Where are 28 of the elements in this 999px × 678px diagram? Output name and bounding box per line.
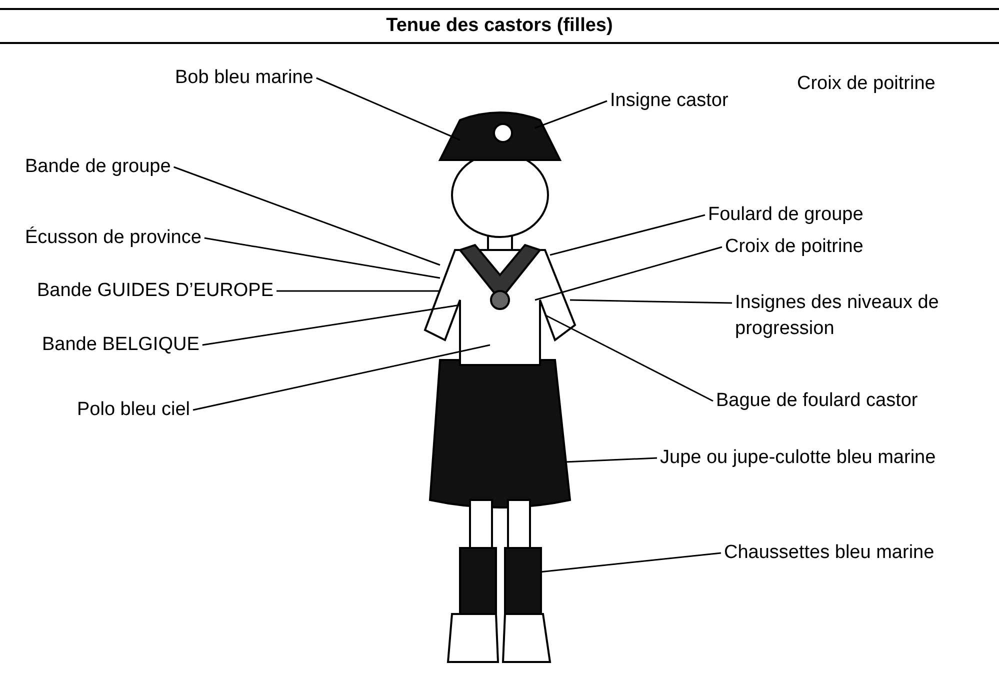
part-label: Insigne castor xyxy=(610,88,728,114)
leader-line xyxy=(174,166,440,266)
part-label: Polo bleu ciel xyxy=(77,397,190,423)
leader-line xyxy=(204,237,440,279)
leader-line xyxy=(544,314,714,402)
leader-line xyxy=(276,290,440,292)
part-label: Croix de poitrine xyxy=(725,234,864,260)
part-label: Bague de foulard castor xyxy=(716,388,918,414)
part-label: Bob bleu marine xyxy=(175,65,314,91)
leader-line xyxy=(570,299,732,304)
leader-line xyxy=(564,457,658,463)
part-label: Bande BELGIQUE xyxy=(42,332,200,358)
part-label: Bande de groupe xyxy=(25,154,171,180)
part-label: Foulard de groupe xyxy=(708,202,864,228)
leader-line xyxy=(550,214,706,256)
part-label: Écusson de province xyxy=(25,225,202,251)
part-label: Insignes des niveaux de progression xyxy=(735,290,985,342)
part-label: Chaussettes bleu marine xyxy=(724,540,934,566)
part-label: Bande GUIDES D’EUROPE xyxy=(37,278,274,304)
leader-line xyxy=(192,344,490,411)
leader-line xyxy=(534,246,722,301)
leader-line xyxy=(202,304,460,346)
leader-line xyxy=(534,100,608,129)
part-label: Jupe ou jupe-culotte bleu marine xyxy=(660,445,936,471)
note-label: Croix de poitrine xyxy=(797,72,936,96)
leader-line xyxy=(540,552,722,573)
diagram-title: Tenue des castors (filles) xyxy=(385,15,614,37)
leader-line xyxy=(316,77,460,141)
